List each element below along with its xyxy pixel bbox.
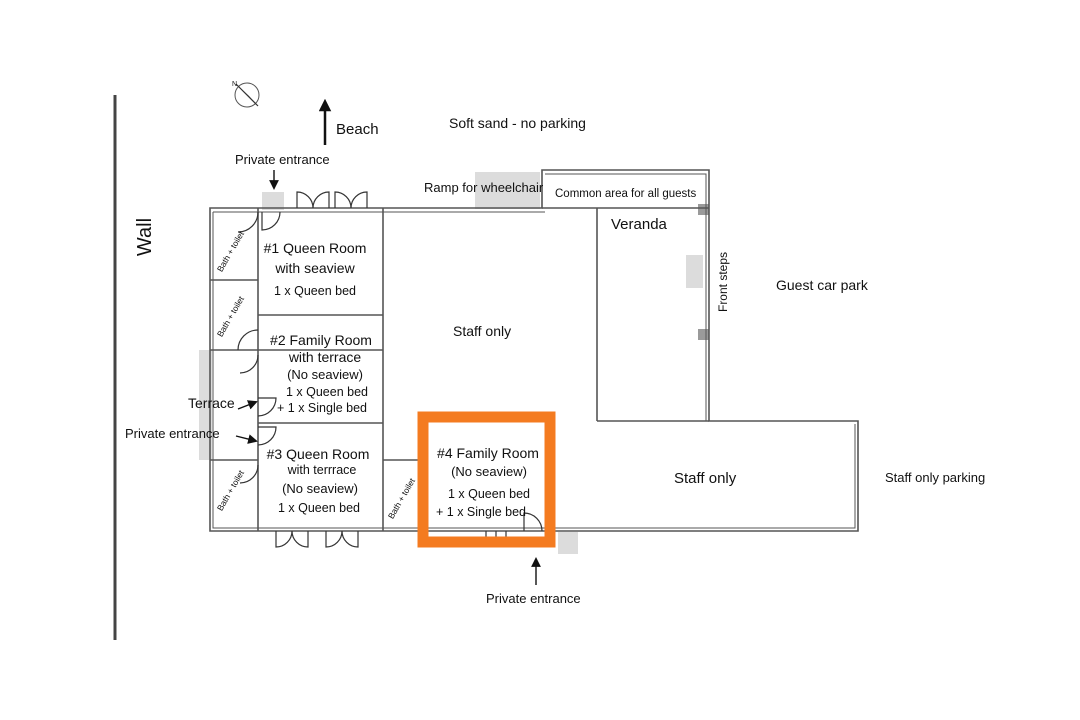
terrace-label: Terrace: [188, 395, 235, 411]
room4-bed2: + 1 x Single bed: [436, 505, 526, 519]
room2: #2 Family Room with terrace (No seaview)…: [270, 332, 372, 415]
bath-label-3: Bath + toilet: [215, 468, 247, 513]
wall-label: Wall: [134, 218, 156, 256]
common-area-label: Common area for all guests: [555, 188, 697, 200]
staff-only-right-label: Staff only: [674, 470, 737, 487]
terrace-area: [199, 350, 212, 460]
room2-sub: with terrace: [288, 349, 362, 365]
building-walls: [209, 169, 859, 532]
veranda-post-top: [698, 204, 709, 215]
bath-label-2: Bath + toilet: [215, 294, 247, 339]
veranda-label: Veranda: [611, 216, 668, 233]
room4-highlight: [417, 411, 556, 548]
doors: [237, 191, 543, 548]
north-compass-icon: N: [232, 81, 260, 108]
private-entrance-bottom-label: Private entrance: [486, 591, 581, 606]
bottom-entrance-step: [558, 532, 578, 554]
soft-sand-label: Soft sand - no parking: [449, 115, 586, 131]
room2-title: #2 Family Room: [270, 332, 372, 348]
veranda-post-bottom: [698, 329, 709, 340]
room1-title: #1 Queen Room: [264, 240, 367, 256]
room1: #1 Queen Room with seaview 1 x Queen bed: [264, 240, 367, 298]
arrow-left-entrance: [235, 434, 258, 444]
ramp-area: [475, 172, 540, 209]
room2-bed2: + 1 x Single bed: [277, 401, 367, 415]
room1-sub: with seaview: [274, 260, 355, 276]
bath-label-4: Bath + toilet: [386, 476, 418, 521]
beach-label: Beach: [336, 121, 379, 138]
ramp-label: Ramp for wheelchair: [424, 180, 544, 195]
room4-seaview: (No seaview): [451, 464, 527, 479]
arrow-terrace: [237, 400, 258, 410]
front-steps-label: Front steps: [716, 252, 730, 312]
staff-only-parking-label: Staff only parking: [885, 470, 985, 485]
staff-only-center-label: Staff only: [453, 323, 511, 339]
top-entrance-step: [262, 192, 284, 210]
private-entrance-top-label: Private entrance: [235, 152, 330, 167]
room3-sub: with terrrace: [287, 463, 357, 477]
guest-car-park-label: Guest car park: [776, 277, 869, 293]
room4-bed1: 1 x Queen bed: [448, 487, 530, 501]
room2-bed1: 1 x Queen bed: [286, 385, 368, 399]
svg-text:N: N: [232, 81, 237, 88]
bath-label-1: Bath + toilet: [215, 229, 247, 274]
room4: #4 Family Room (No seaview) 1 x Queen be…: [436, 445, 539, 519]
front-steps-area: [686, 255, 703, 288]
room3-seaview: (No seaview): [282, 481, 358, 496]
private-entrance-left-label: Private entrance: [125, 426, 220, 441]
room1-bed: 1 x Queen bed: [274, 284, 356, 298]
room3-title: #3 Queen Room: [267, 446, 370, 462]
room3-bed: 1 x Queen bed: [278, 501, 360, 515]
room4-title: #4 Family Room: [437, 445, 539, 461]
room2-seaview: (No seaview): [287, 367, 363, 382]
room3: #3 Queen Room with terrrace (No seaview)…: [267, 446, 370, 515]
